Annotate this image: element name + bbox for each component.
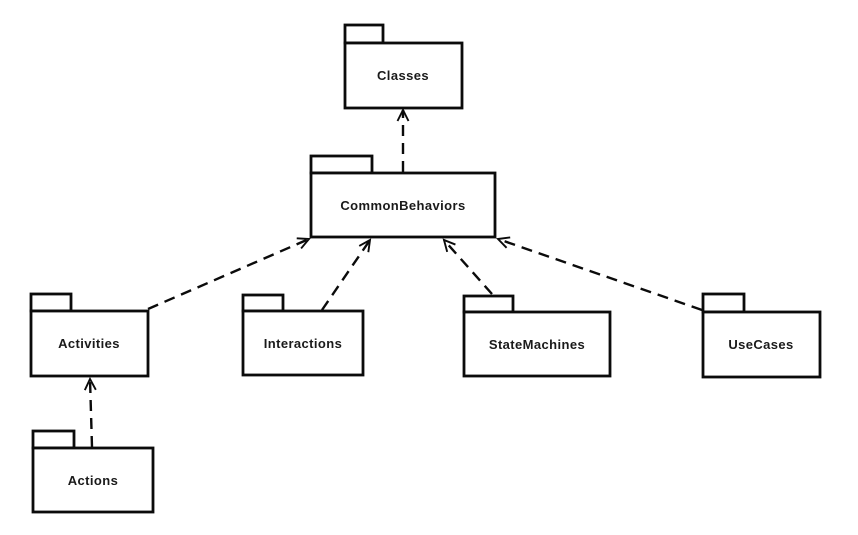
package-body (343, 41, 464, 110)
package-label-interactions: Interactions (264, 336, 342, 351)
package-body (462, 310, 612, 378)
package-tab (462, 294, 515, 314)
package-body (29, 309, 150, 378)
package-body (241, 309, 365, 377)
package-label-use-cases: UseCases (728, 337, 793, 352)
package-label-classes: Classes (377, 68, 429, 83)
package-tab (241, 293, 285, 313)
package-label-state-machines: StateMachines (489, 337, 585, 352)
package-tab (29, 292, 73, 313)
package-body (701, 310, 822, 379)
package-label-activities: Activities (58, 336, 120, 351)
dependency-arrow-interactions-to-commonbehaviors (321, 238, 372, 311)
package-body (31, 446, 155, 514)
package-label-common-behaviors: CommonBehaviors (340, 198, 465, 213)
package-activities: Activities (29, 292, 150, 378)
dependency-arrow-activities-to-commonbehaviors (147, 237, 311, 311)
dependency-arrow-actions-to-activities (83, 376, 97, 448)
package-common-behaviors: CommonBehaviors (309, 154, 497, 239)
package-tab (31, 429, 76, 450)
package-tab (309, 154, 374, 175)
dependency-arrow-usecases-to-commonbehaviors (495, 236, 703, 312)
package-interactions: Interactions (241, 293, 365, 377)
package-actions: Actions (31, 429, 155, 514)
package-classes: Classes (343, 23, 464, 110)
package-use-cases: UseCases (701, 292, 822, 379)
package-state-machines: StateMachines (462, 294, 612, 378)
package-label-actions: Actions (68, 473, 118, 488)
package-tab (343, 23, 385, 45)
dependency-arrow-statemachines-to-commonbehaviors (442, 238, 493, 295)
package-body (309, 171, 497, 239)
package-tab (701, 292, 746, 314)
